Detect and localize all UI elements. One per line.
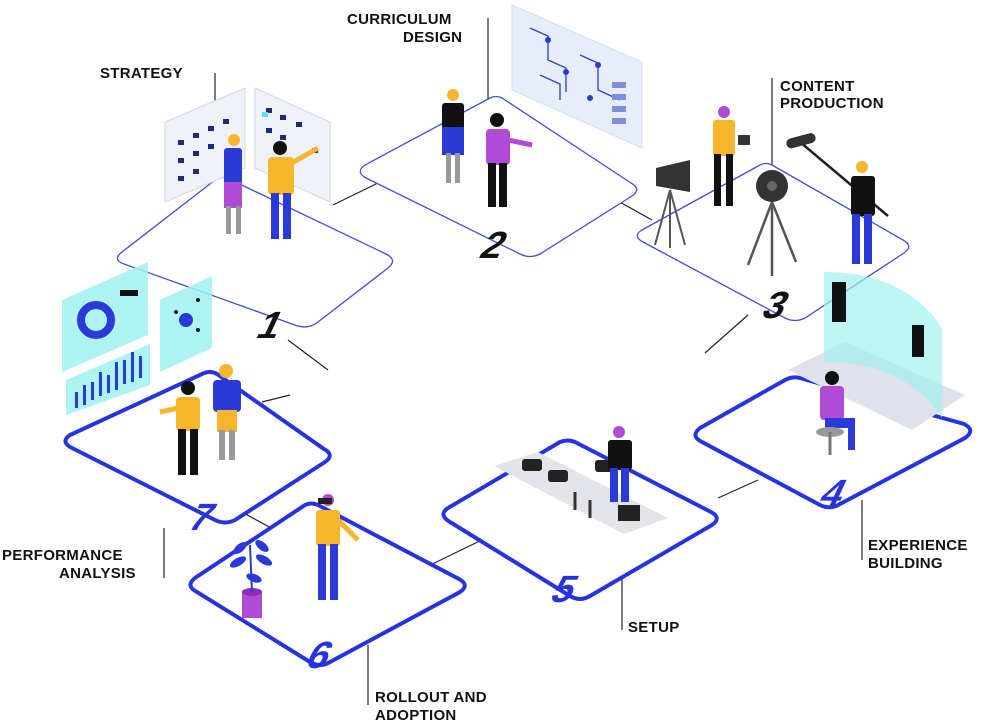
stage-7-performance-analysis: 7 PERFORMANCE ANALYSIS bbox=[2, 262, 332, 582]
stage-label: PRODUCTION bbox=[780, 95, 884, 112]
label-leaders bbox=[163, 18, 863, 705]
person-icon bbox=[224, 134, 242, 234]
stage-label: STRATEGY bbox=[100, 65, 183, 82]
person-icon bbox=[268, 141, 320, 239]
person-vr-icon bbox=[316, 494, 360, 600]
person-icon bbox=[608, 426, 632, 502]
person-icon bbox=[159, 381, 200, 475]
stage-platform bbox=[359, 95, 638, 258]
stage-label: CURRICULUM bbox=[347, 11, 452, 28]
person-icon bbox=[442, 89, 464, 183]
stage-label: DESIGN bbox=[403, 29, 462, 46]
stage-label: PERFORMANCE bbox=[2, 547, 123, 564]
stage-2-curriculum-design: 2 CURRICULUM DESIGN bbox=[347, 4, 643, 267]
stage-label: ROLLOUT AND bbox=[375, 689, 487, 706]
camera-icon bbox=[746, 170, 798, 276]
stage-label: SETUP bbox=[628, 619, 680, 636]
analytics-dashboards bbox=[62, 262, 212, 415]
controller-icon bbox=[573, 492, 592, 518]
plant-icon bbox=[229, 540, 273, 618]
strategy-boards bbox=[164, 87, 331, 203]
stage-platform bbox=[116, 176, 394, 328]
stage-label: ADOPTION bbox=[375, 707, 457, 724]
stage-4-experience-building: 4 EXPERIENCE BUILDING bbox=[693, 272, 973, 572]
person-icon bbox=[816, 371, 855, 455]
curved-screen bbox=[824, 272, 942, 418]
stage-label: ANALYSIS bbox=[59, 565, 136, 582]
flowchart-board bbox=[511, 4, 643, 149]
desk-surface bbox=[788, 342, 965, 430]
person-icon bbox=[851, 161, 875, 264]
stage-6-rollout-adoption: 6 ROLLOUT AND ADOPTION bbox=[188, 494, 487, 724]
person-icon bbox=[486, 113, 533, 207]
stage-light-icon bbox=[654, 160, 690, 248]
stage-label: CONTENT bbox=[780, 78, 855, 95]
stage-label: BUILDING bbox=[868, 555, 943, 572]
stage-label: EXPERIENCE bbox=[868, 537, 968, 554]
laptop-icon bbox=[618, 505, 640, 521]
person-icon bbox=[213, 364, 241, 460]
stage-platform bbox=[441, 438, 719, 601]
person-icon bbox=[713, 106, 750, 206]
stage-5-setup: 5 SETUP bbox=[441, 426, 719, 636]
